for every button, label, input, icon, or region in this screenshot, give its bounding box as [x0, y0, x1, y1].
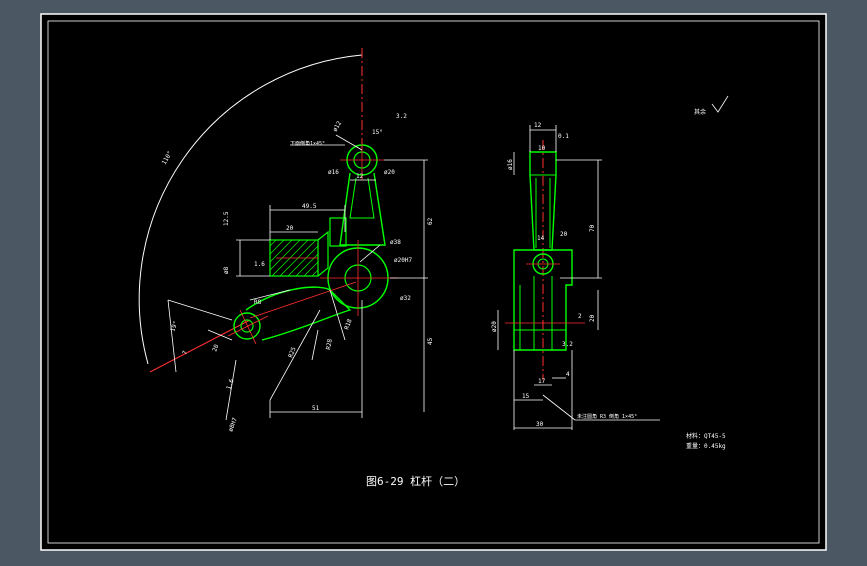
- material-note: 材料：QT45-5 重量：0.45kg: [686, 432, 726, 450]
- side-dim-base-a: 17: [538, 378, 546, 385]
- dim-top-width: 12: [356, 173, 364, 180]
- side-dim-base-c: 15: [522, 393, 530, 400]
- dim-small-3: 1.6: [225, 378, 235, 391]
- dim-top-hub: ø12: [332, 120, 344, 133]
- side-dim-top-tol: 0.1: [558, 133, 569, 140]
- dim-r18: R18: [343, 318, 353, 331]
- side-dim-top-center: 10: [538, 145, 546, 152]
- mass-text: 重量：0.45kg: [686, 442, 726, 450]
- dim-chamfer-note: 下面倒角1×45°: [290, 140, 325, 147]
- side-dim-lower-right: 20: [589, 314, 596, 322]
- roughness-note: 其余: [694, 95, 729, 116]
- lower-arm: [245, 286, 352, 341]
- dim-top-boss: ø20: [384, 169, 395, 176]
- dim-tilt-angle: 19°: [169, 320, 179, 333]
- front-view: 110° 下面倒角1×45° ø12 ø20 12 ø16 49.5 20 12…: [138, 48, 434, 433]
- dim-arm-angle: 15°: [372, 129, 383, 136]
- dim-surface: 3.2: [396, 113, 407, 120]
- drawing-frame: [47, 20, 820, 544]
- dim-arc-r: R8: [254, 299, 262, 306]
- dim-center-ref: ø8: [223, 266, 230, 274]
- side-dim-lower-small: 2: [578, 313, 582, 320]
- side-dim-base-b: 4: [566, 371, 570, 378]
- side-callout: 未注圆角 R3 倒角 1×45°: [577, 413, 637, 420]
- side-dim-finish: 3.2: [562, 341, 573, 348]
- dim-slot-depth: 20: [286, 225, 294, 232]
- left-hole: [240, 319, 254, 333]
- side-dim-right-height: 70: [589, 224, 596, 232]
- left-boss: [233, 312, 261, 340]
- dim-mid-ref: ø38: [390, 239, 401, 246]
- side-dim-mid-right: 20: [560, 231, 568, 238]
- drawing-caption: 图6-29 杠杆（二）: [366, 474, 465, 488]
- roughness-icon: [711, 95, 729, 113]
- drawing-sheet: [40, 13, 827, 551]
- dim-big-inner: ø32: [400, 295, 411, 302]
- tilted-centerline: [149, 319, 251, 373]
- dim-top-angle: 1.6: [254, 261, 265, 268]
- side-dim-mid-width: 14: [537, 235, 545, 242]
- dim-small-2: 20: [211, 343, 220, 353]
- side-dim-base-total: 30: [536, 421, 544, 428]
- dim-upper-vert: 62: [427, 217, 434, 225]
- svg-text:其余: 其余: [694, 108, 706, 116]
- dim-arm-left: ø16: [328, 169, 339, 176]
- dim-49-5: 49.5: [302, 203, 317, 210]
- dim-slot-left: 12.5: [223, 211, 230, 226]
- dim-base-width: 51: [312, 405, 320, 412]
- dim-r28: R28: [325, 338, 334, 350]
- side-dim-lower-left: ø20: [491, 321, 498, 332]
- side-dim-top-width: 12: [534, 122, 542, 129]
- dim-bottom-vert: 45: [427, 337, 434, 345]
- dim-r25: R25: [287, 346, 297, 359]
- material-text: 材料：QT45-5: [686, 432, 726, 440]
- dim-small-1: 7: [181, 350, 189, 356]
- dim-big-boss: ø20H7: [394, 257, 412, 264]
- angle-arc: [138, 54, 363, 365]
- side-dim-top-left: ø16: [507, 159, 514, 170]
- side-view: 12 0.1 ø16 10 70 14 20 20 ø20 2 17 4 15 …: [491, 122, 660, 430]
- dim-left-hole: ø8H7: [227, 416, 239, 432]
